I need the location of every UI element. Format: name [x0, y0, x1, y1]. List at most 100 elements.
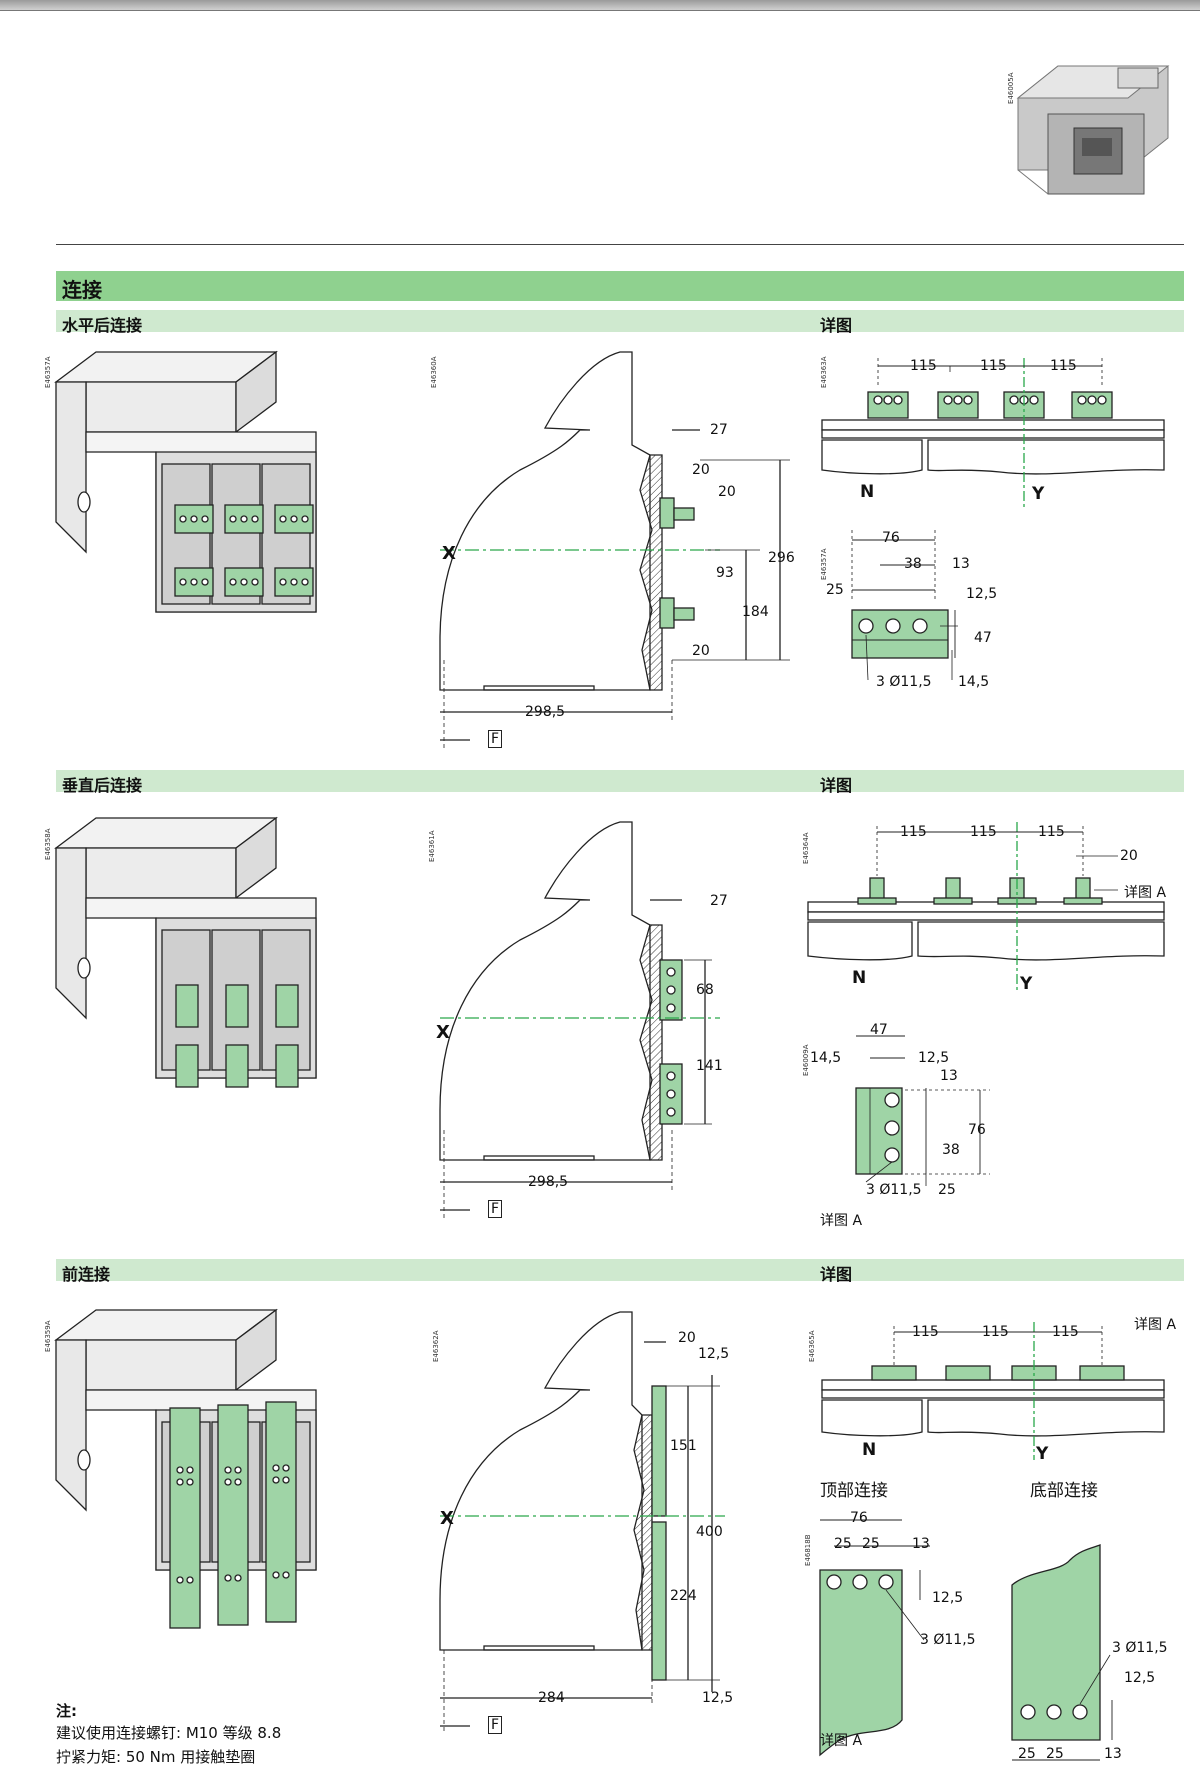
- dim: 296: [768, 550, 795, 566]
- dim: 151: [670, 1438, 697, 1454]
- dim: 47: [974, 630, 992, 646]
- detail-horizontal-top: [821, 358, 1165, 508]
- dim: 12,5: [698, 1346, 730, 1362]
- label-n: N: [860, 482, 875, 502]
- dim: 25: [834, 1536, 852, 1552]
- label-n: N: [852, 968, 867, 988]
- detail-a-ref: 详图 A: [1134, 1317, 1177, 1333]
- section-band: 连接: [56, 271, 1184, 302]
- iso-vertical-rear: [55, 817, 317, 1088]
- row3-title: 前连接: [62, 1265, 111, 1284]
- dim: 14,5: [958, 674, 990, 690]
- header-rule: [56, 244, 1184, 245]
- detail-a-ref: 详图 A: [1124, 885, 1167, 901]
- dim: 76: [882, 530, 900, 546]
- dim: 115: [1050, 358, 1077, 374]
- label-n: N: [862, 1440, 877, 1460]
- dim: 13: [912, 1536, 930, 1552]
- axis-x: X: [442, 543, 456, 564]
- dim: 115: [1052, 1324, 1079, 1340]
- dim: 115: [900, 824, 927, 840]
- dim: 13: [940, 1068, 958, 1084]
- side-horizontal-rear: [439, 351, 790, 748]
- hole-note: 3 Ø11,5: [876, 674, 932, 690]
- row2-band: 垂直后连接 详图: [56, 770, 1184, 795]
- dim: 20: [1120, 848, 1138, 864]
- dim: 76: [850, 1510, 868, 1526]
- dim: 115: [1038, 824, 1065, 840]
- top-connection-title: 顶部连接: [820, 1481, 888, 1501]
- hole-note: 3 Ø11,5: [920, 1632, 976, 1648]
- dim: 115: [982, 1324, 1009, 1340]
- row2-detail-title: 详图: [820, 776, 853, 795]
- dim: 68: [696, 982, 714, 998]
- label-y: Y: [1036, 1444, 1049, 1464]
- hole-note: 3 Ø11,5: [866, 1182, 922, 1198]
- detail-front-bottom-bar: [1011, 1544, 1113, 1761]
- dim: 298,5: [525, 704, 566, 720]
- detail-front-top: [821, 1322, 1165, 1460]
- notes-line2: 拧紧力矩: 50 Nm 用接触垫圈: [56, 1748, 256, 1766]
- detail-vertical-top: [807, 822, 1165, 990]
- dim: 20: [678, 1330, 696, 1346]
- row3-detail-title: 详图: [820, 1265, 853, 1284]
- dim: 76: [968, 1122, 986, 1138]
- dim: 13: [952, 556, 970, 572]
- row1-title: 水平后连接: [62, 316, 143, 335]
- side-vertical-rear: [439, 821, 720, 1218]
- dim: 25: [1046, 1746, 1064, 1762]
- dim: 284: [538, 1690, 565, 1706]
- detail-a-caption: 详图 A: [820, 1213, 863, 1229]
- top-bar: [0, 0, 1200, 11]
- dim: 12,5: [966, 586, 998, 602]
- notes-title: 注:: [56, 1702, 77, 1720]
- dim: 14,5: [810, 1050, 842, 1066]
- section-title: 连接: [62, 278, 102, 302]
- dim: 141: [696, 1058, 723, 1074]
- dim: 12,5: [932, 1590, 964, 1606]
- side-front: [439, 1311, 725, 1734]
- dim: 20: [692, 643, 710, 659]
- detail-front-top-bar: [819, 1519, 930, 1757]
- bottom-connection-title: 底部连接: [1030, 1481, 1098, 1501]
- dim: 224: [670, 1588, 697, 1604]
- dim: 115: [910, 358, 937, 374]
- dim: 25: [938, 1182, 956, 1198]
- dim: 27: [710, 422, 728, 438]
- iso-horizontal-rear: [55, 351, 317, 613]
- detail-vertical-bar: [855, 1035, 990, 1186]
- dim: 20: [718, 484, 736, 500]
- dim: 115: [970, 824, 997, 840]
- dim: 93: [716, 565, 734, 581]
- ref-f: F: [488, 730, 503, 748]
- dim: 400: [696, 1524, 723, 1540]
- row1-band: 水平后连接 详图: [56, 310, 1184, 335]
- row3-band: 前连接 详图: [56, 1259, 1184, 1284]
- label-y: Y: [1020, 974, 1033, 994]
- dim: 12,5: [1124, 1670, 1156, 1686]
- notes-line1: 建议使用连接螺钉: M10 等级 8.8: [56, 1724, 282, 1742]
- dim: 12,5: [702, 1690, 734, 1706]
- dim: 115: [912, 1324, 939, 1340]
- iso-front: [55, 1309, 317, 1629]
- dim: 25: [826, 582, 844, 598]
- dim: 298,5: [528, 1174, 569, 1190]
- axis-x: X: [436, 1022, 450, 1043]
- dim: 25: [1018, 1746, 1036, 1762]
- dim: 27: [710, 893, 728, 909]
- dim: 20: [692, 462, 710, 478]
- dim: 25: [862, 1536, 880, 1552]
- dim: 47: [870, 1022, 888, 1038]
- detail-a-caption: 详图 A: [820, 1733, 863, 1749]
- row1-detail-title: 详图: [820, 316, 853, 335]
- axis-x: X: [440, 1508, 454, 1529]
- dim: 38: [904, 556, 922, 572]
- detail-horizontal-bar: [851, 530, 958, 681]
- dim: 115: [980, 358, 1007, 374]
- row2-title: 垂直后连接: [62, 776, 143, 795]
- dim: 184: [742, 604, 769, 620]
- dim: 12,5: [918, 1050, 950, 1066]
- dim: 13: [1104, 1746, 1122, 1762]
